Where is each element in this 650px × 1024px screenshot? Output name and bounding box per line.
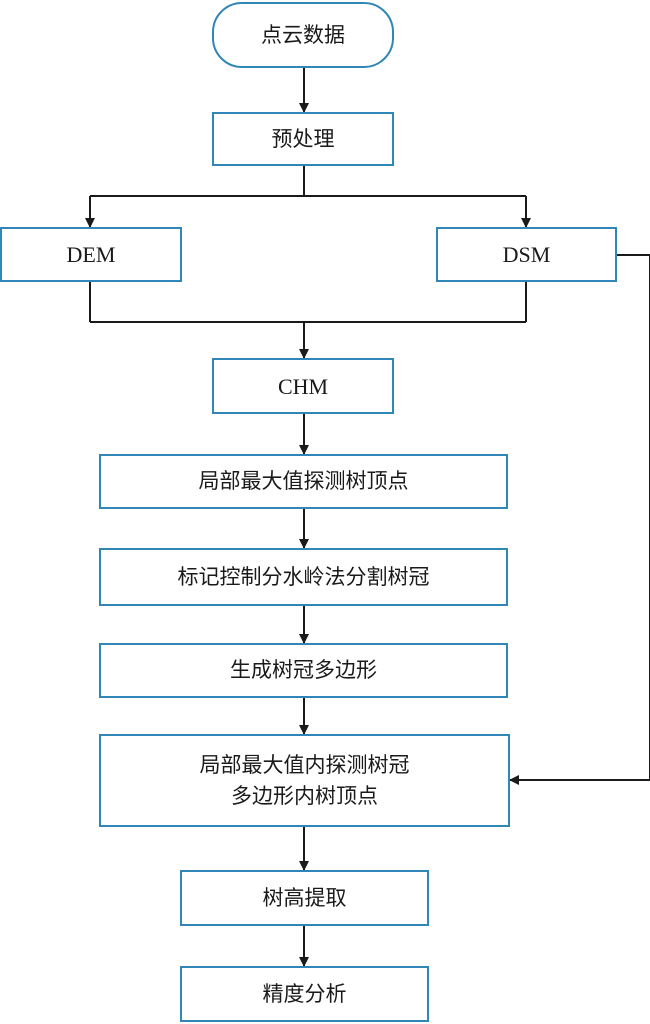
node-local-max-detection: 局部最大值探测树顶点	[99, 454, 508, 509]
node-watershed-segmentation: 标记控制分水岭法分割树冠	[99, 548, 508, 606]
node-point-cloud-data: 点云数据	[212, 2, 394, 68]
node-local-max-in-polygon: 局部最大值内探测树冠 多边形内树顶点	[99, 734, 510, 827]
node-tree-height-extraction: 树高提取	[180, 870, 429, 926]
node-dsm: DSM	[436, 227, 617, 282]
node-dem: DEM	[0, 227, 182, 282]
node-chm: CHM	[212, 358, 394, 414]
node-preprocess: 预处理	[212, 112, 394, 166]
node-crown-polygon: 生成树冠多边形	[99, 643, 508, 698]
node-accuracy-analysis: 精度分析	[180, 966, 429, 1022]
arrow-dsm-bypass	[509, 254, 650, 785]
